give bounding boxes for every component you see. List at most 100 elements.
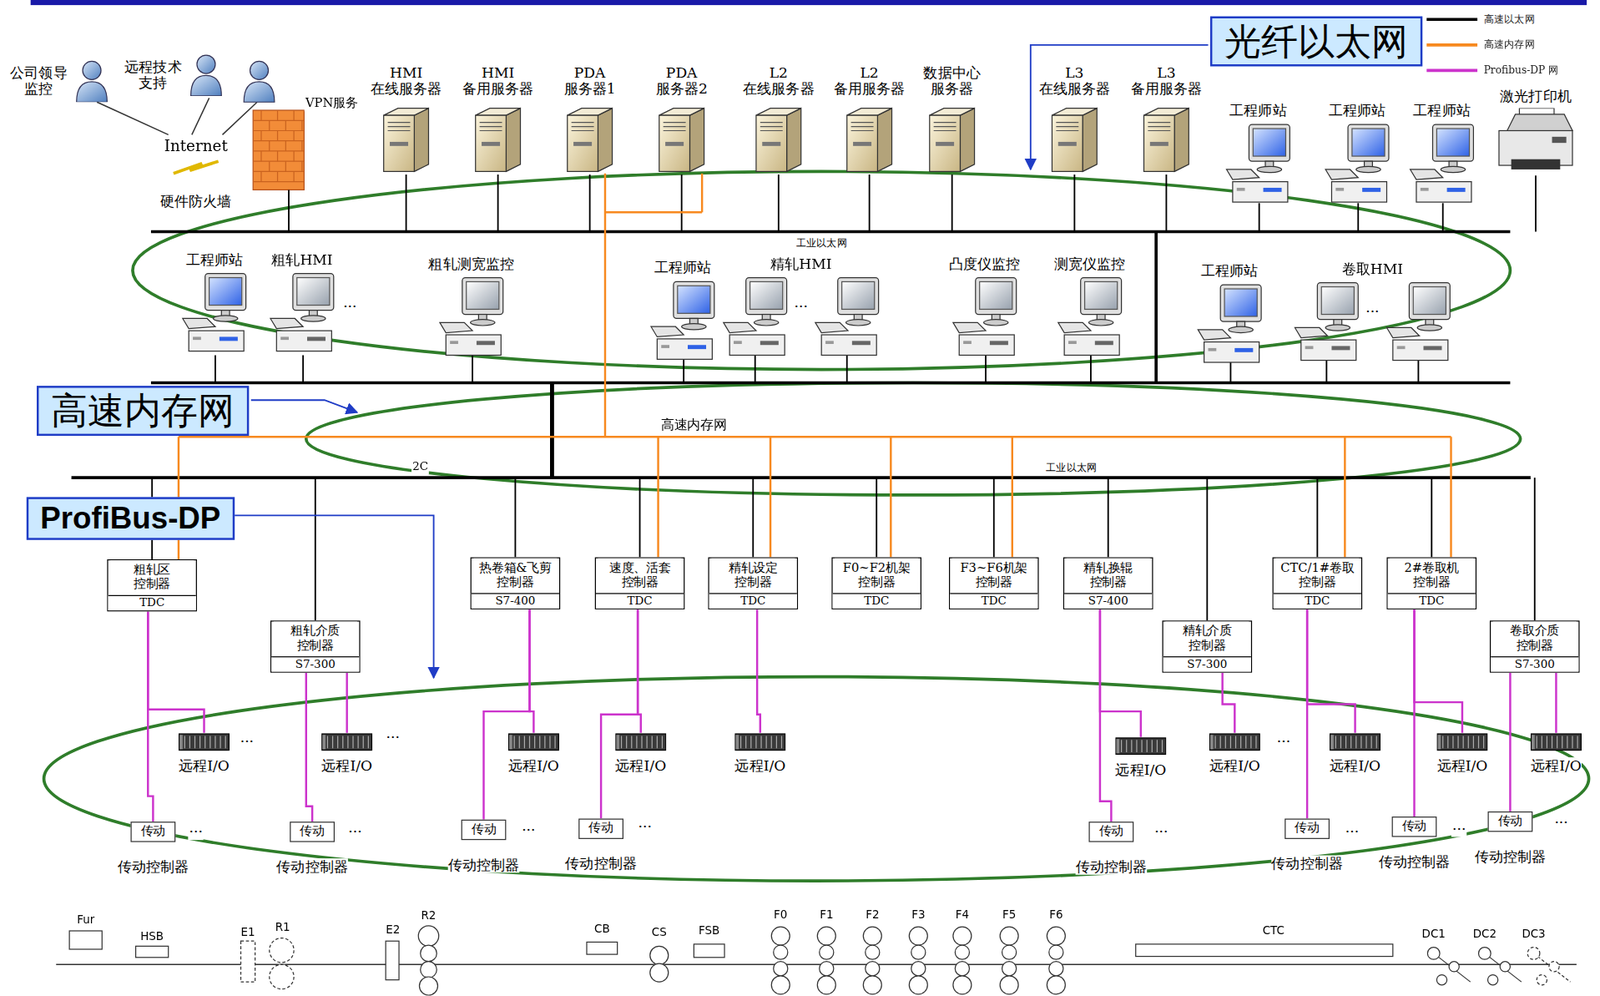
server-node: 数据中心 服务器 xyxy=(913,64,991,173)
controller-name: 精轧换辊 控制器 xyxy=(1066,558,1151,593)
roll-symbol xyxy=(650,945,669,965)
io-node: 远程I/O xyxy=(178,732,230,774)
coilbox-symbol xyxy=(586,941,618,954)
pc-part xyxy=(1294,328,1328,339)
roll-symbol xyxy=(911,944,926,959)
station-label: 测宽仪监控 xyxy=(1054,255,1126,273)
internet-link xyxy=(191,97,210,135)
ellipsis: ··· xyxy=(384,728,401,746)
io-part xyxy=(1551,735,1553,748)
mill-label: F6 xyxy=(1048,908,1065,922)
controller-type: TDC xyxy=(949,592,1038,609)
pc-part xyxy=(746,277,788,315)
controller-type: TDC xyxy=(1388,592,1476,609)
controller-type: S7-300 xyxy=(1163,656,1252,672)
io-label: 远程I/O xyxy=(508,757,560,774)
drive-label: 传动控制器 xyxy=(1378,852,1451,870)
group-ellipse xyxy=(44,676,1590,882)
drive-label: 传动控制器 xyxy=(1474,847,1547,865)
ellipsis: ··· xyxy=(792,297,809,315)
pcb-node: 工程师站 xyxy=(1323,101,1392,204)
io-part xyxy=(332,735,334,748)
brick-line xyxy=(285,120,287,131)
server-part xyxy=(479,126,503,127)
server-part xyxy=(959,108,975,172)
drive-node: 传动传动控制器 xyxy=(565,818,637,872)
io-part xyxy=(322,733,373,751)
server-part xyxy=(1147,130,1171,132)
pc-part xyxy=(1335,187,1344,192)
profibus-link xyxy=(147,611,204,733)
server-icon xyxy=(563,105,617,173)
callout-text: 高速内存网 xyxy=(50,388,235,435)
io-part xyxy=(615,733,667,751)
server-part xyxy=(787,108,802,172)
roll-symbol xyxy=(1049,944,1064,959)
coiler-symbol xyxy=(1536,974,1547,985)
user-label: 远程技术 支持 xyxy=(122,58,184,91)
io-part xyxy=(1135,739,1137,753)
io-label: 远程I/O xyxy=(1329,757,1381,774)
pc-part xyxy=(1352,128,1385,157)
pc-part xyxy=(979,282,1013,310)
pc-icon xyxy=(1224,122,1293,205)
io-part xyxy=(1483,735,1484,748)
roll-symbol xyxy=(1049,961,1064,976)
io-part xyxy=(519,735,520,748)
server-node: L3 备用服务器 xyxy=(1127,64,1206,173)
io-part xyxy=(1340,735,1342,748)
io-part xyxy=(1576,735,1578,748)
drive-node: 传动传动控制器 xyxy=(1075,821,1148,874)
group-ellipse xyxy=(132,171,1510,369)
server-part xyxy=(756,108,802,117)
ellipsis: ··· xyxy=(1344,823,1361,841)
controller-name: 精轧介质 控制器 xyxy=(1165,621,1249,657)
drive-text: 传动 xyxy=(141,824,166,839)
brick-line xyxy=(260,130,262,141)
ellipsis: ··· xyxy=(520,821,537,838)
io-part xyxy=(745,735,747,748)
io-part xyxy=(214,735,216,748)
user-body xyxy=(243,81,275,102)
io-label: 远程I/O xyxy=(1115,761,1166,778)
io-part xyxy=(337,735,339,748)
profibus-link xyxy=(147,611,153,823)
pc-part xyxy=(1331,346,1350,351)
io-part xyxy=(1561,735,1563,748)
callout-box: 高速内存网 xyxy=(36,385,249,436)
roll-symbol xyxy=(269,964,294,989)
io-part xyxy=(204,735,206,748)
io-icon xyxy=(615,732,667,752)
pc-part xyxy=(205,273,247,311)
pc-part xyxy=(1356,166,1381,172)
io-part xyxy=(1161,739,1163,753)
io-part xyxy=(549,735,551,748)
pc-part xyxy=(445,334,501,355)
brick-line xyxy=(301,120,303,131)
server-part xyxy=(847,115,879,172)
server-part xyxy=(659,115,691,172)
pc-part xyxy=(1248,124,1290,162)
station-label: 凸度仪监控 xyxy=(948,255,1021,273)
io-part xyxy=(1130,739,1132,753)
pc-part xyxy=(1447,187,1466,192)
io-part xyxy=(529,735,530,748)
drive-box: 传动 xyxy=(1488,811,1534,832)
pc-part xyxy=(733,340,742,344)
drop-line xyxy=(639,477,642,557)
pc-part xyxy=(219,337,238,342)
io-part xyxy=(760,735,762,748)
mill-label: DC3 xyxy=(1520,928,1547,941)
io-part xyxy=(1452,735,1454,748)
bus-label: 高速内存网 xyxy=(659,418,728,434)
drive-label: 传动控制器 xyxy=(1271,854,1343,872)
io-part xyxy=(630,735,632,748)
roll-symbol xyxy=(650,963,669,982)
io-part xyxy=(1240,735,1242,748)
io-part xyxy=(735,734,739,749)
server-node: PDA 服务器2 xyxy=(642,64,721,173)
coiler-symbol xyxy=(1436,974,1447,985)
pc-part xyxy=(192,337,202,341)
io-part xyxy=(1125,739,1127,753)
drop-line xyxy=(868,174,871,232)
